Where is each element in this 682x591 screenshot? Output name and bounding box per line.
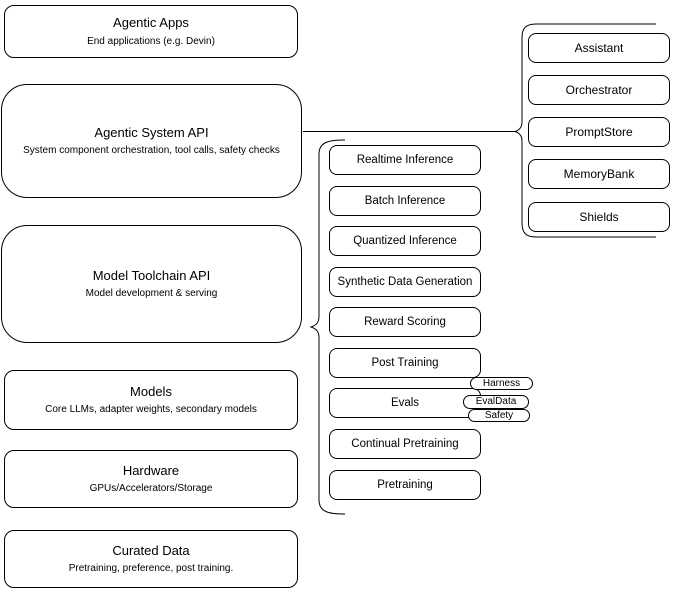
node-continual-pretraining: Continual Pretraining — [329, 429, 481, 459]
node-subtitle: GPUs/Accelerators/Storage — [89, 483, 213, 495]
node-label: Orchestrator — [565, 83, 633, 97]
node-hardware: Hardware GPUs/Accelerators/Storage — [4, 450, 298, 508]
node-label: MemoryBank — [563, 167, 635, 181]
node-evals: Evals — [329, 388, 481, 418]
node-orchestrator: Orchestrator — [528, 75, 670, 105]
node-title: Models — [130, 383, 172, 399]
node-synthetic-data-generation: Synthetic Data Generation — [329, 267, 481, 297]
node-subtitle: End applications (e.g. Devin) — [87, 35, 215, 47]
node-subtitle: Core LLMs, adapter weights, secondary mo… — [45, 404, 257, 416]
node-label: Continual Pretraining — [351, 438, 459, 450]
pill-label: EvalData — [475, 396, 517, 407]
node-model-toolchain-api: Model Toolchain API Model development & … — [1, 225, 302, 343]
pill-label: Harness — [482, 377, 521, 389]
node-assistant: Assistant — [528, 33, 670, 63]
pill-harness: Harness — [470, 377, 533, 390]
node-title: Agentic System API — [94, 124, 209, 140]
node-title: Curated Data — [112, 542, 190, 558]
node-subtitle: Pretraining, preference, post training. — [68, 563, 234, 575]
node-models: Models Core LLMs, adapter weights, secon… — [4, 370, 298, 430]
node-label: Post Training — [371, 357, 439, 369]
node-label: Reward Scoring — [364, 316, 446, 328]
node-shields: Shields — [528, 202, 670, 232]
node-batch-inference: Batch Inference — [329, 186, 481, 216]
node-agentic-apps: Agentic Apps End applications (e.g. Devi… — [4, 5, 298, 58]
node-post-training: Post Training — [329, 348, 481, 378]
node-label: Realtime Inference — [356, 154, 454, 166]
node-title: Agentic Apps — [113, 15, 189, 31]
node-subtitle: System component orchestration, tool cal… — [23, 145, 280, 157]
node-title: Model Toolchain API — [92, 267, 211, 283]
node-pretraining: Pretraining — [329, 470, 481, 500]
node-memorybank: MemoryBank — [528, 159, 670, 189]
node-title: Hardware — [122, 462, 180, 478]
node-label: Assistant — [574, 41, 624, 55]
node-promptstore: PromptStore — [528, 117, 670, 147]
node-label: Evals — [390, 397, 420, 409]
pill-safety: Safety — [468, 409, 530, 422]
node-agentic-system-api: Agentic System API System component orch… — [1, 84, 302, 198]
node-label: Pretraining — [377, 479, 433, 491]
node-curated-data: Curated Data Pretraining, preference, po… — [4, 530, 298, 588]
node-label: Synthetic Data Generation — [337, 276, 473, 288]
node-label: Quantized Inference — [353, 235, 457, 247]
node-label: PromptStore — [565, 125, 633, 139]
node-realtime-inference: Realtime Inference — [329, 145, 481, 175]
pill-evaldata: EvalData — [463, 395, 529, 409]
node-reward-scoring: Reward Scoring — [329, 307, 481, 337]
node-subtitle: Model development & serving — [85, 288, 218, 300]
node-quantized-inference: Quantized Inference — [329, 226, 481, 256]
node-label: Shields — [579, 210, 619, 224]
node-label: Batch Inference — [364, 195, 446, 207]
pill-label: Safety — [484, 409, 514, 421]
